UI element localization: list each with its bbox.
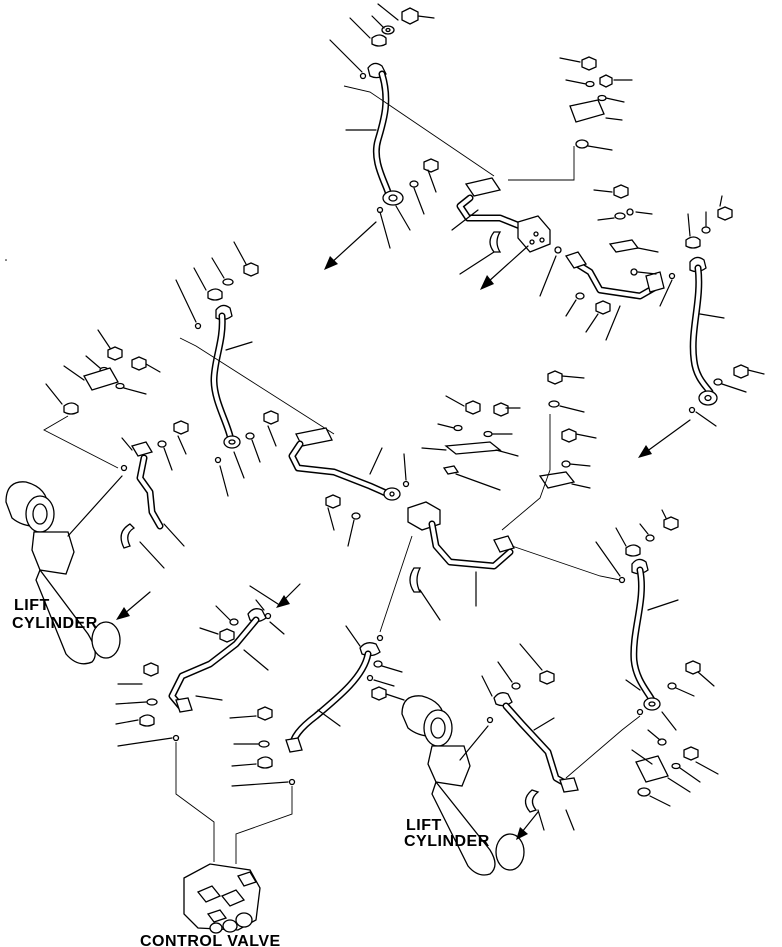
lift-cylinder-right [401,695,539,876]
lift-cylinder-left-label-line1: LIFT [14,597,50,614]
arrow-icon [249,583,301,608]
hose-icon [630,558,679,711]
right-lower-pipe-group [481,643,579,831]
left-pipe-group [120,420,189,569]
clamp-icon [524,789,540,813]
clamp-icon [349,17,387,47]
bolt-icon [593,184,629,199]
bolt-icon [559,56,597,71]
clamp-icon [120,523,136,549]
top-hose-group [324,3,495,270]
center-pipe-group [376,370,621,642]
pipe-icon [288,427,401,501]
right-mid-hose-group [565,509,715,779]
arrow-icon [516,811,539,840]
right-pipe-group [564,184,665,341]
left-center-pipe-group [288,427,410,547]
clamp-icon [459,231,502,275]
top-block-group [451,146,575,297]
bolt-icon [409,158,439,215]
arrow-icon [116,591,151,620]
pipe-icon [456,177,524,230]
arrow-icon [638,419,691,458]
bolt-icon [377,3,435,25]
control-valve [183,863,261,934]
hose-icon [659,256,725,427]
block-icon [517,215,551,253]
left-upper-hose-group [175,241,335,497]
control-valve-label: CONTROL VALVE [140,933,281,947]
clamp-icon [409,567,422,593]
bolt-icon [599,74,633,88]
arrow-icon [324,221,377,270]
top-right-bracket-group [559,56,633,151]
left-bracket-group [43,329,161,469]
lift-cylinder-left [5,475,151,665]
lower-center-hose-group [285,625,405,753]
washer-icon [371,15,395,35]
lower-left-pipe-group [168,583,301,713]
far-right-hose-group [638,195,765,458]
bottom-left-fittings [115,662,296,864]
right-bottom-bracket-group [631,729,719,807]
arrow-icon [480,245,529,290]
lift-cylinder-right-label-line2: CYLINDER [404,833,490,850]
lift-cylinder-left-label-line2: CYLINDER [12,615,98,632]
lift-cylinder-right-label-line1: LIFT [406,817,442,834]
hose-icon [210,304,253,497]
hose-icon [329,39,411,249]
